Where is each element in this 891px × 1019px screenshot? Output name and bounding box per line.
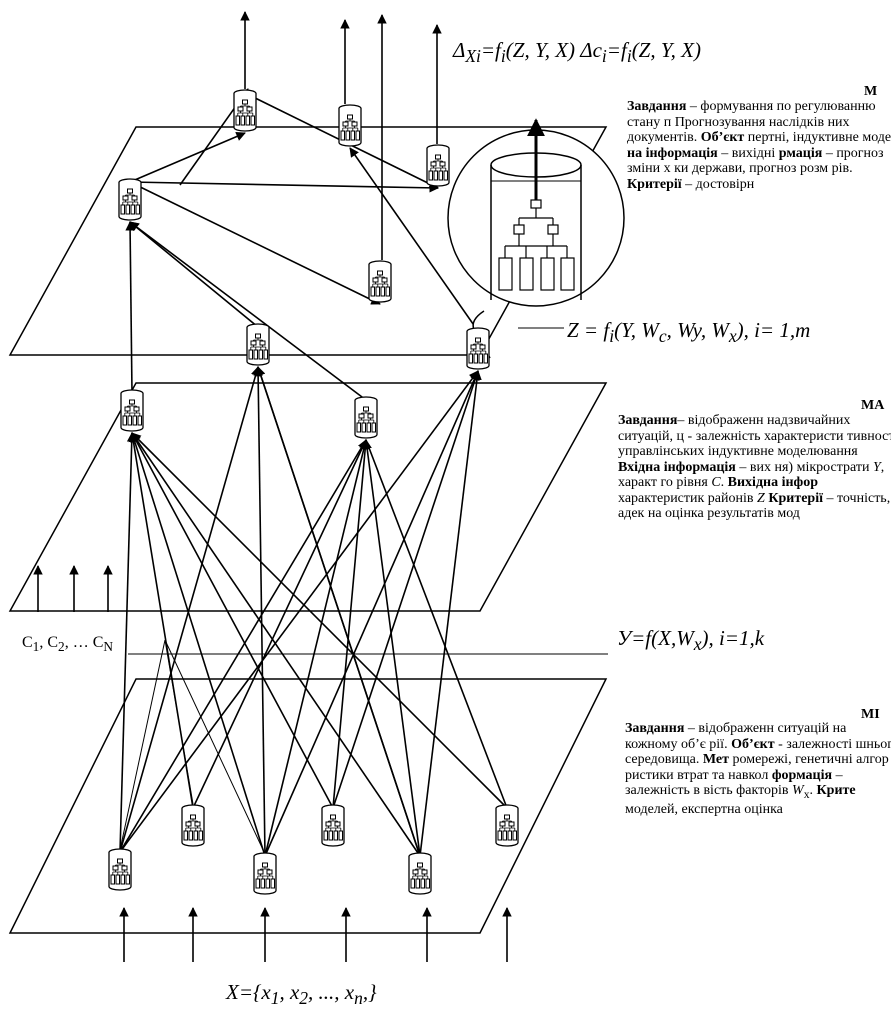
c-fan-line-1 [119,639,166,851]
formula-x: X={x1, x2, ..., xn,} [226,980,377,1009]
neuron-node-icon [426,144,450,187]
neuron-node-icon [354,396,378,439]
micro-plane [8,678,608,934]
connection-arrow-17 [264,439,369,857]
connection-arrow-23 [264,370,479,857]
connection-line-1 [119,439,367,853]
meso-plane [8,382,608,612]
zoomed-neuron [490,118,582,300]
neuron-node-icon [368,260,392,303]
micro-level-description: Завдання – відображенн ситуацій на кожно… [625,721,891,818]
neuron-node-icon [233,89,257,132]
c-fan-line-3 [164,639,266,855]
neuron-node-icon [466,327,490,370]
macro-level-description: Завдання – формування по регулюванню ста… [627,99,891,192]
connection-arrow-18 [362,439,421,857]
connection-arrow-7 [349,147,479,332]
connection-arrow-8 [129,221,259,328]
connection-arrow-1 [129,131,246,183]
connection-arrow-24 [419,370,482,857]
micro-level-header: МІ [861,707,880,722]
macro-level-header: М [864,84,878,99]
neuron-node-icon [108,848,132,891]
connection-arrow-6 [129,221,367,401]
connection-line-2 [365,439,508,809]
connection-arrow-16 [332,439,371,809]
connection-line-3 [257,366,421,857]
neuron-node-icon [321,804,345,847]
c-list-label: C1, C2, … CN [22,634,113,655]
neuron-node-icon [181,804,205,847]
connection-arrow-9 [119,432,137,853]
connection-arrow-22 [119,370,479,853]
connection-arrow-20 [131,432,334,809]
connection-arrow-11 [131,432,421,857]
connection-arrow-25 [332,370,480,809]
neuron-node-icon [118,178,142,221]
connection-arrow-5 [125,221,135,394]
neuron-node-icon [495,804,519,847]
neuron-node-icon [338,104,362,147]
neuron-node-icon [253,852,277,895]
connection-arrow-10 [130,432,266,857]
meso-level-header: МА [861,398,885,413]
connection-arrow-2 [129,181,439,193]
formula-top: ΔXi=fi(Z, Y, X) Δci=fi(Z, Y, X) [453,38,701,67]
formula-z: Z = fi(Y, Wc, Wy, Wx), i= 1,m [567,318,811,347]
c-fan-line-2 [164,639,194,805]
connection-arrow-13 [253,366,266,857]
connection-arrow-21 [131,432,508,809]
connection-arrow-12 [119,366,261,853]
connection-arrow-15 [192,439,367,809]
neuron-node-icon [408,852,432,895]
neuron-node-icon [246,323,270,366]
formula-y: У=f(X,Wx), i=1,k [617,626,765,655]
neuron-node-icon [120,389,144,432]
connection-arrow-3 [129,181,381,305]
meso-level-description: Завдання– відображенн надзвичайних ситуа… [618,413,891,521]
